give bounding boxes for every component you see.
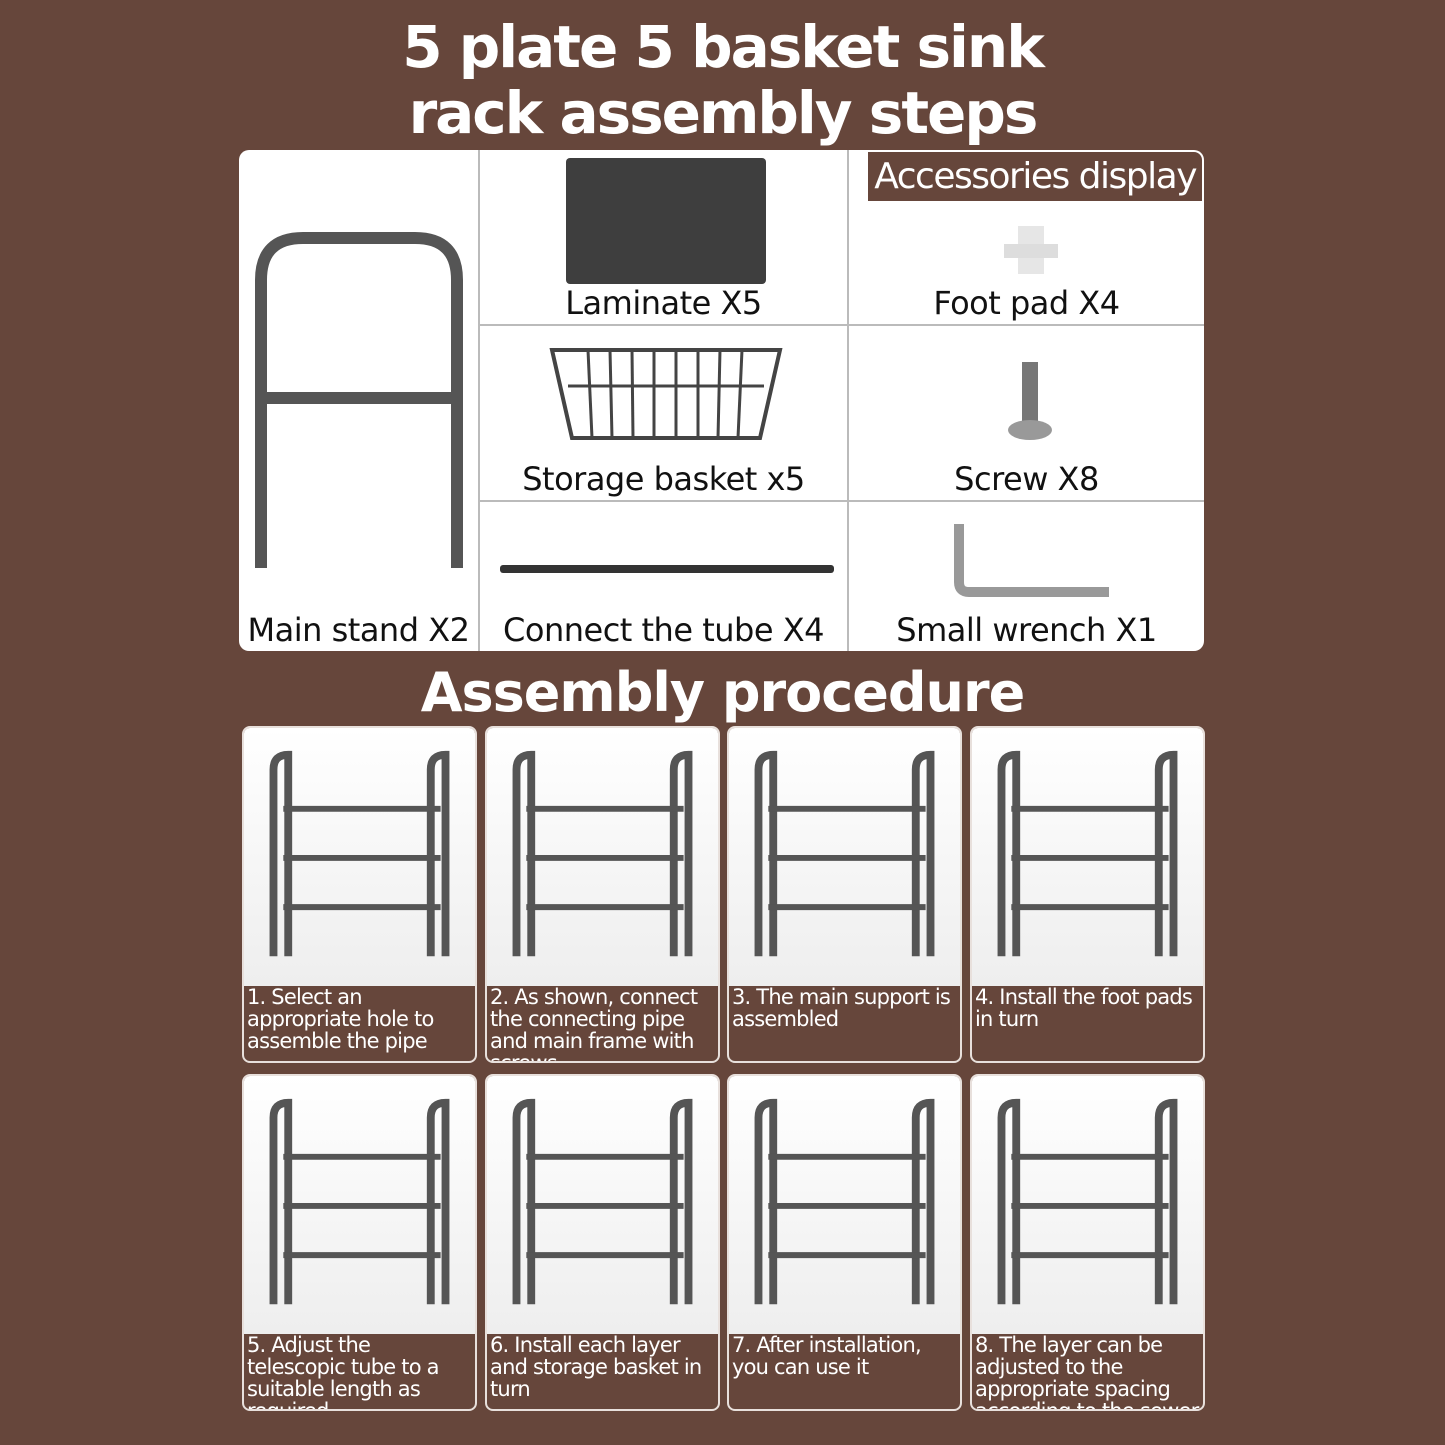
accessory-label: Screw X8 <box>954 460 1099 498</box>
rack-illustration-icon <box>269 750 450 957</box>
rack-illustration-icon <box>997 750 1178 957</box>
step-caption: 4. Install the foot pads in turn <box>975 985 1193 1031</box>
title-line-1: 5 plate 5 basket sink <box>402 13 1045 81</box>
accessory-label: Storage basket x5 <box>522 460 805 498</box>
basket-icon <box>549 348 783 440</box>
accessory-label: Small wrench X1 <box>896 611 1157 649</box>
step-caption: 8. The layer can be adjusted to the appr… <box>975 1333 1199 1411</box>
rack-illustration-icon <box>512 1098 693 1305</box>
step-caption: 7. After installation, you can use it <box>732 1333 922 1379</box>
step-image <box>972 1076 1203 1334</box>
procedure-title: Assembly procedure <box>420 661 1026 724</box>
step-caption: 5. Adjust the telescopic tube to a suita… <box>247 1333 440 1411</box>
accessory-tube: Connect the tube X4 <box>480 502 849 651</box>
step-caption: 1. Select an appropriate hole to assembl… <box>247 985 434 1053</box>
accessory-main-stand: Main stand X2 <box>239 150 480 651</box>
accessories-tag: Accessories display <box>868 152 1202 201</box>
step-card: 1. Select an appropriate hole to assembl… <box>242 726 477 1063</box>
wrench-icon <box>954 524 1109 597</box>
rack-illustration-icon <box>754 750 935 957</box>
step-card: 2. As shown, connect the connecting pipe… <box>485 726 720 1063</box>
accessory-screw: Screw X8 <box>849 326 1204 502</box>
screw-icon <box>1008 362 1052 440</box>
step-image <box>729 1076 960 1334</box>
step-image <box>244 728 475 986</box>
step-image <box>244 1076 475 1334</box>
step-caption: 2. As shown, connect the connecting pipe… <box>490 985 698 1063</box>
title-line-2: rack assembly steps <box>408 79 1039 147</box>
laminate-icon <box>566 158 766 284</box>
step-card: 3. The main support is assembled <box>727 726 962 1063</box>
accessories-panel: Main stand X2 Laminate X5 Accessories di… <box>239 150 1204 651</box>
step-caption: 3. The main support is assembled <box>732 985 951 1031</box>
step-image <box>972 728 1203 986</box>
accessory-label: Foot pad X4 <box>933 284 1120 322</box>
step-image <box>487 728 718 986</box>
step-card: 8. The layer can be adjusted to the appr… <box>970 1074 1205 1411</box>
rack-illustration-icon <box>512 750 693 957</box>
main-stand-icon <box>255 232 463 568</box>
step-card: 5. Adjust the telescopic tube to a suita… <box>242 1074 477 1411</box>
accessory-basket: Storage basket x5 <box>480 326 849 502</box>
accessory-label: Laminate X5 <box>565 284 762 322</box>
step-card: 4. Install the foot pads in turn <box>970 726 1205 1063</box>
step-image <box>487 1076 718 1334</box>
accessory-wrench: Small wrench X1 <box>849 502 1204 651</box>
accessory-label: Main stand X2 <box>247 611 470 649</box>
accessory-label: Connect the tube X4 <box>503 611 824 649</box>
accessory-foot-pad: Accessories display Foot pad X4 <box>849 150 1204 326</box>
step-image <box>729 728 960 986</box>
rack-illustration-icon <box>997 1098 1178 1305</box>
rack-illustration-icon <box>269 1098 450 1305</box>
accessory-laminate: Laminate X5 <box>480 150 849 326</box>
step-card: 7. After installation, you can use it <box>727 1074 962 1411</box>
step-caption: 6. Install each layer and storage basket… <box>490 1333 702 1401</box>
rack-illustration-icon <box>754 1098 935 1305</box>
step-card: 6. Install each layer and storage basket… <box>485 1074 720 1411</box>
tube-icon <box>500 565 834 573</box>
foot-pad-icon <box>1004 226 1058 274</box>
